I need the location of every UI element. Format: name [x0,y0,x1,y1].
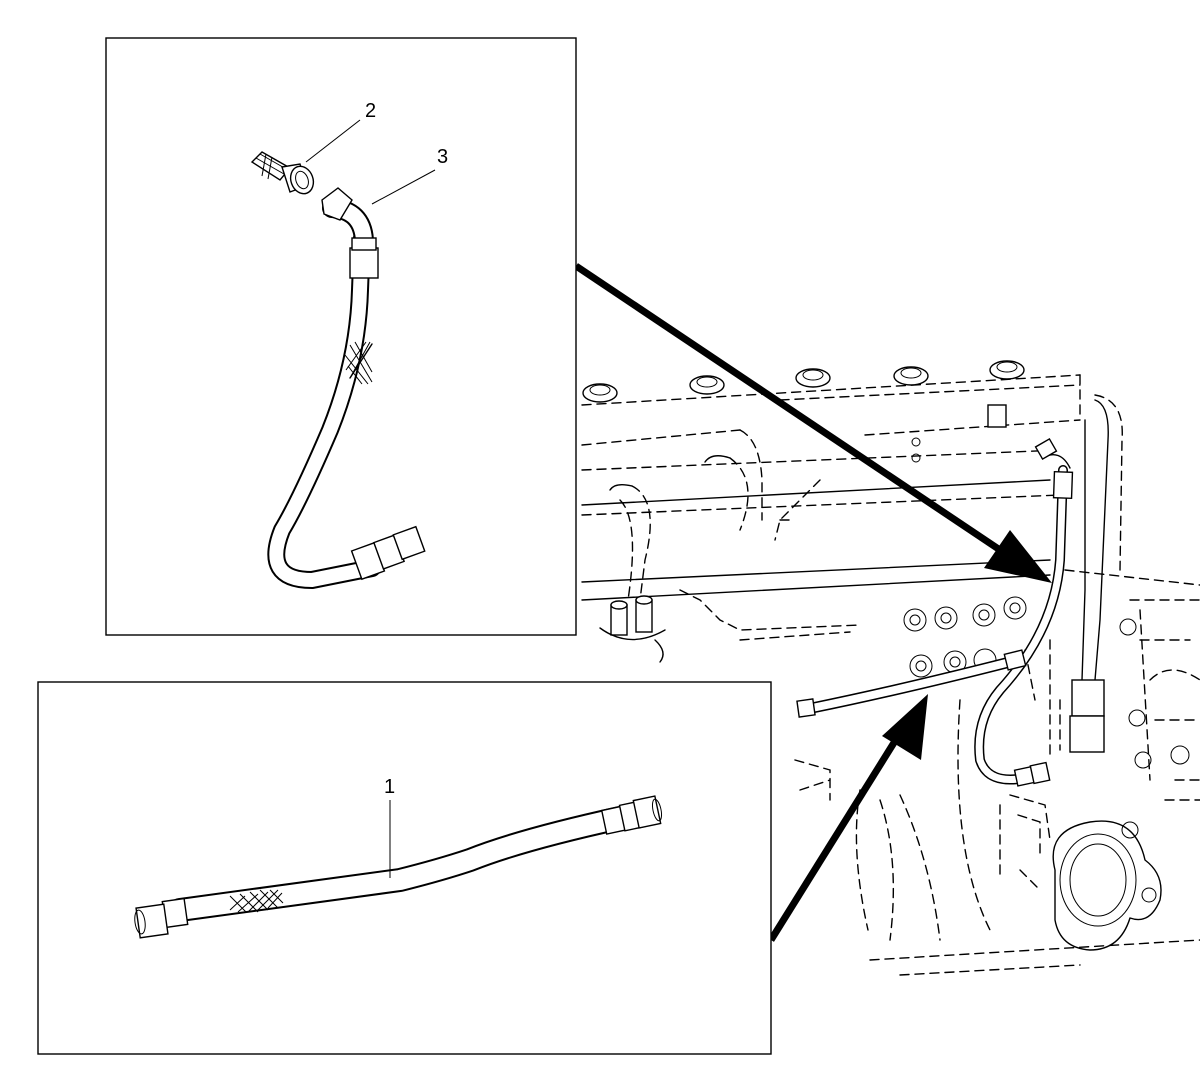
callout-1: 1 [384,776,395,798]
callout-2: 2 [365,100,376,122]
arrow-to-hose-1 [768,694,928,942]
injector-studs [599,595,666,663]
valve-cover-caps [582,360,1025,403]
flange-housing [1052,820,1162,951]
installed-hose-3 [974,437,1074,787]
installed-hose-1 [796,649,1027,718]
block-bolts [903,596,1190,839]
installed-line-right [1069,399,1109,753]
arrow-to-hose-3 [574,263,1052,583]
fitting-item-2 [250,119,361,195]
hose-item-3 [267,169,436,589]
detail-panel-items-2-3: 2 3 [105,37,577,636]
hose-item-1 [134,795,663,939]
braid-marking [229,889,284,913]
detail-panel-item-1: 1 [37,681,772,1055]
leader-arrows [574,263,1052,942]
callout-3: 3 [437,146,448,168]
engine-block-view [581,360,1200,976]
